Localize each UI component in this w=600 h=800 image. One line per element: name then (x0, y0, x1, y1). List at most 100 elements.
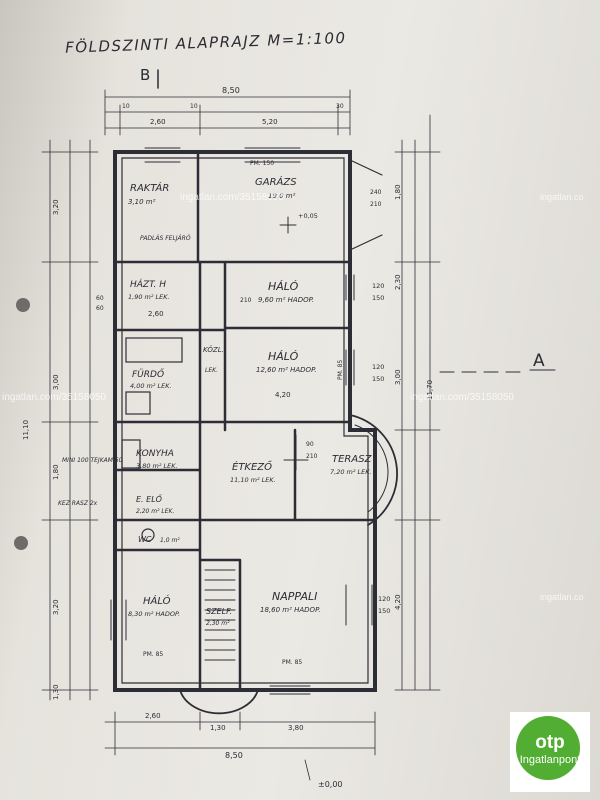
room-halo3-name: HÁLÓ (143, 594, 171, 607)
dim-left-2: 3,00 (52, 374, 60, 390)
sink (125, 391, 151, 415)
room-szelf-name: SZELF. (206, 607, 232, 616)
dim-lines-left (41, 139, 99, 701)
level-cross (279, 216, 309, 471)
pm-label-3: PM. 85 (282, 659, 302, 666)
terrace-arc (349, 414, 398, 526)
inner-dim-2: 2,60 (148, 310, 164, 318)
sill-1: 120 (372, 282, 384, 290)
watermark-3: ingatlan.com/35158050 (410, 392, 514, 403)
dim-left-4: 3,20 (52, 599, 60, 615)
room-etkezo-name: ÉTKEZŐ (232, 459, 272, 473)
dim-lines-top (104, 89, 351, 136)
door-3: 210 (370, 201, 382, 208)
dim-right-total: 11,70 (426, 380, 434, 400)
garage-door (349, 159, 383, 251)
dim-top-2: 2,60 (150, 118, 166, 126)
room-raktar-area: 3,10 m² (128, 198, 156, 206)
room-halo2-area: 12,60 m² HADOP. (256, 366, 317, 374)
room-elo-area: 2,20 m² LEK. (136, 508, 174, 515)
door-2: 240 (370, 189, 382, 196)
room-elo-name: E. ELŐ (136, 494, 163, 504)
room-konyha-area: 3,80 m² LEK. (136, 462, 178, 470)
room-etkezo-area: 11,10 m² LEK. (230, 476, 276, 484)
room-garazs-name: GARÁZS (255, 175, 297, 188)
watermark-1: ingatlan.com/35158050 (180, 192, 284, 203)
note-kez: KEZ RASZ 2x (58, 500, 98, 507)
dim-right-3: 3,00 (394, 369, 402, 385)
room-halo1-name: HÁLÓ (268, 280, 299, 293)
dim-top-1: 10 (122, 103, 130, 110)
dim-top-5: 30 (336, 103, 344, 110)
dim-bottom-2: 1,30 (210, 724, 226, 732)
room-halo3-area: 8,30 m² HADOP. (128, 610, 180, 618)
pm-label-2: PM. 85 (143, 651, 163, 658)
otp-logo-brand: otp (535, 732, 565, 753)
note-padlas: PADLÁS FELJÁRÓ (140, 235, 191, 242)
sill-4: 150 (372, 375, 384, 383)
outer-wall-inner-line (121, 157, 369, 684)
dim-bottom-1: 2,60 (145, 712, 161, 720)
room-szelf-area: 2,30 m² (206, 620, 230, 627)
dim-top-3: 10 (190, 103, 198, 110)
room-halo1-area: 9,60 m² HADOP. (258, 296, 314, 304)
kitchen-counter (121, 439, 141, 469)
punch-hole-bottom (14, 536, 28, 550)
pm-label-4: PM. 85 (337, 360, 344, 380)
room-wc-name: WC (138, 535, 152, 544)
otp-logo-circle (516, 716, 580, 780)
otp-logo-sub: Ingatlanpont (519, 754, 581, 766)
section-label-b: B (140, 66, 150, 84)
watermark-4: ingatlan.co (540, 192, 584, 202)
room-hazt-area: 1,90 m² LEK. (128, 293, 170, 301)
entrance-arc (179, 689, 259, 715)
inner-dim-6: 210 (306, 453, 318, 460)
room-hazt-name: HÁZT. H (130, 278, 166, 290)
room-furdo-name: FÜRDŐ (132, 369, 164, 380)
dim-bottom-3: 3,80 (288, 724, 304, 732)
dim-left-3: 1,80 (52, 464, 60, 480)
inner-dim-3: 60 (96, 295, 104, 302)
interior-walls (113, 150, 377, 692)
dim-right-1: 1,80 (394, 184, 402, 200)
watermark-5: ingatlan.co (540, 592, 584, 602)
elevation-ground: ±0,00 (318, 780, 343, 789)
room-terasz-name: TERASZ (332, 454, 373, 465)
toilet (141, 528, 155, 542)
dim-left-total: 11,10 (22, 420, 30, 440)
pm-label-1: PM. 150 (250, 160, 274, 167)
dim-bottom-total: 8,50 (225, 751, 243, 760)
sill-3: 120 (372, 363, 384, 371)
room-furdo-area: 4,00 m² LEK. (130, 382, 172, 390)
sill-5: 120 (378, 595, 390, 603)
windows (110, 147, 373, 695)
room-garazs-area: 19,0 m² (268, 192, 296, 200)
room-kozl-area: LEK. (205, 367, 218, 374)
inner-dim-5: 90 (306, 441, 314, 448)
watermark-2: ingatlan.com/35158050 (2, 392, 106, 403)
room-nappali-area: 18,60 m² HADOP. (260, 606, 321, 614)
dim-left-5: 1,30 (52, 684, 60, 700)
inner-dim-1: 4,20 (275, 391, 291, 399)
dim-right-4: 4,20 (394, 594, 402, 610)
section-label-a: A (533, 351, 545, 371)
dim-top-total: 8,50 (222, 86, 240, 95)
note-mini: MINI 100 TEJKAM 50 (62, 457, 123, 464)
stair-lines (204, 569, 236, 661)
dim-right-2: 2,30 (394, 274, 402, 290)
bathtub (125, 337, 183, 363)
room-nappali-name: NAPPALI (272, 590, 317, 603)
room-wc-area: 1,0 m² (160, 537, 180, 544)
elevation-garage: +0,05 (298, 212, 318, 220)
room-halo2-name: HÁLÓ (268, 350, 299, 363)
room-raktar-name: RAKTÁR (130, 181, 169, 194)
room-konyha-name: KONYHA (136, 449, 174, 459)
sill-6: 150 (378, 607, 390, 615)
otp-logo: otp Ingatlanpont (510, 712, 590, 792)
dim-lines-bottom (104, 711, 376, 781)
outer-wall (113, 150, 377, 692)
plan-title: FÖLDSZINTI ALAPRAJZ M=1:100 (65, 28, 347, 57)
terrace-arc-inner (354, 424, 389, 513)
